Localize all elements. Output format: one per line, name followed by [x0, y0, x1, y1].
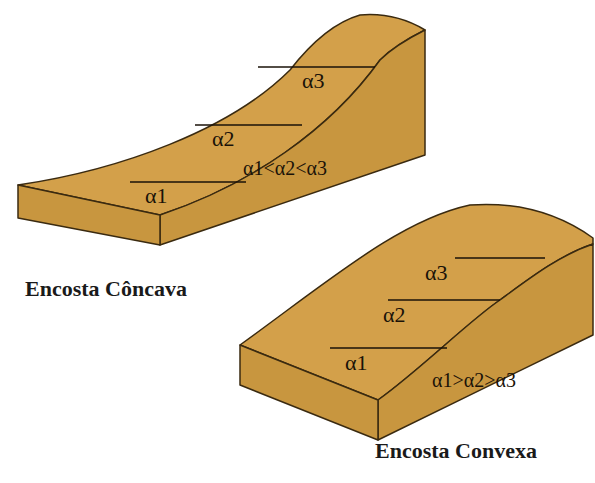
angle-line: [195, 124, 302, 126]
angle-line: [330, 347, 447, 349]
angle-label: α3: [425, 262, 448, 284]
angle-label: α1: [145, 185, 168, 207]
slope-caption: Encosta Convexa: [375, 440, 537, 462]
angle-line: [258, 66, 375, 68]
convex-front-face: [240, 345, 378, 440]
angle-label: α1: [345, 352, 368, 374]
angle-relation: α1<α2<α3: [243, 158, 327, 178]
angle-label: α2: [212, 128, 235, 150]
angle-label: α3: [302, 70, 325, 92]
slope-caption: Encosta Côncava: [25, 278, 187, 300]
angle-label: α2: [383, 304, 406, 326]
angle-line: [388, 299, 500, 301]
concave-front-face: [18, 185, 160, 245]
convex-side-face: [378, 244, 593, 440]
angle-line: [455, 257, 545, 259]
concave-side-face: [160, 30, 425, 245]
angle-line: [130, 181, 246, 183]
angle-relation: α1>α2>α3: [432, 370, 516, 390]
